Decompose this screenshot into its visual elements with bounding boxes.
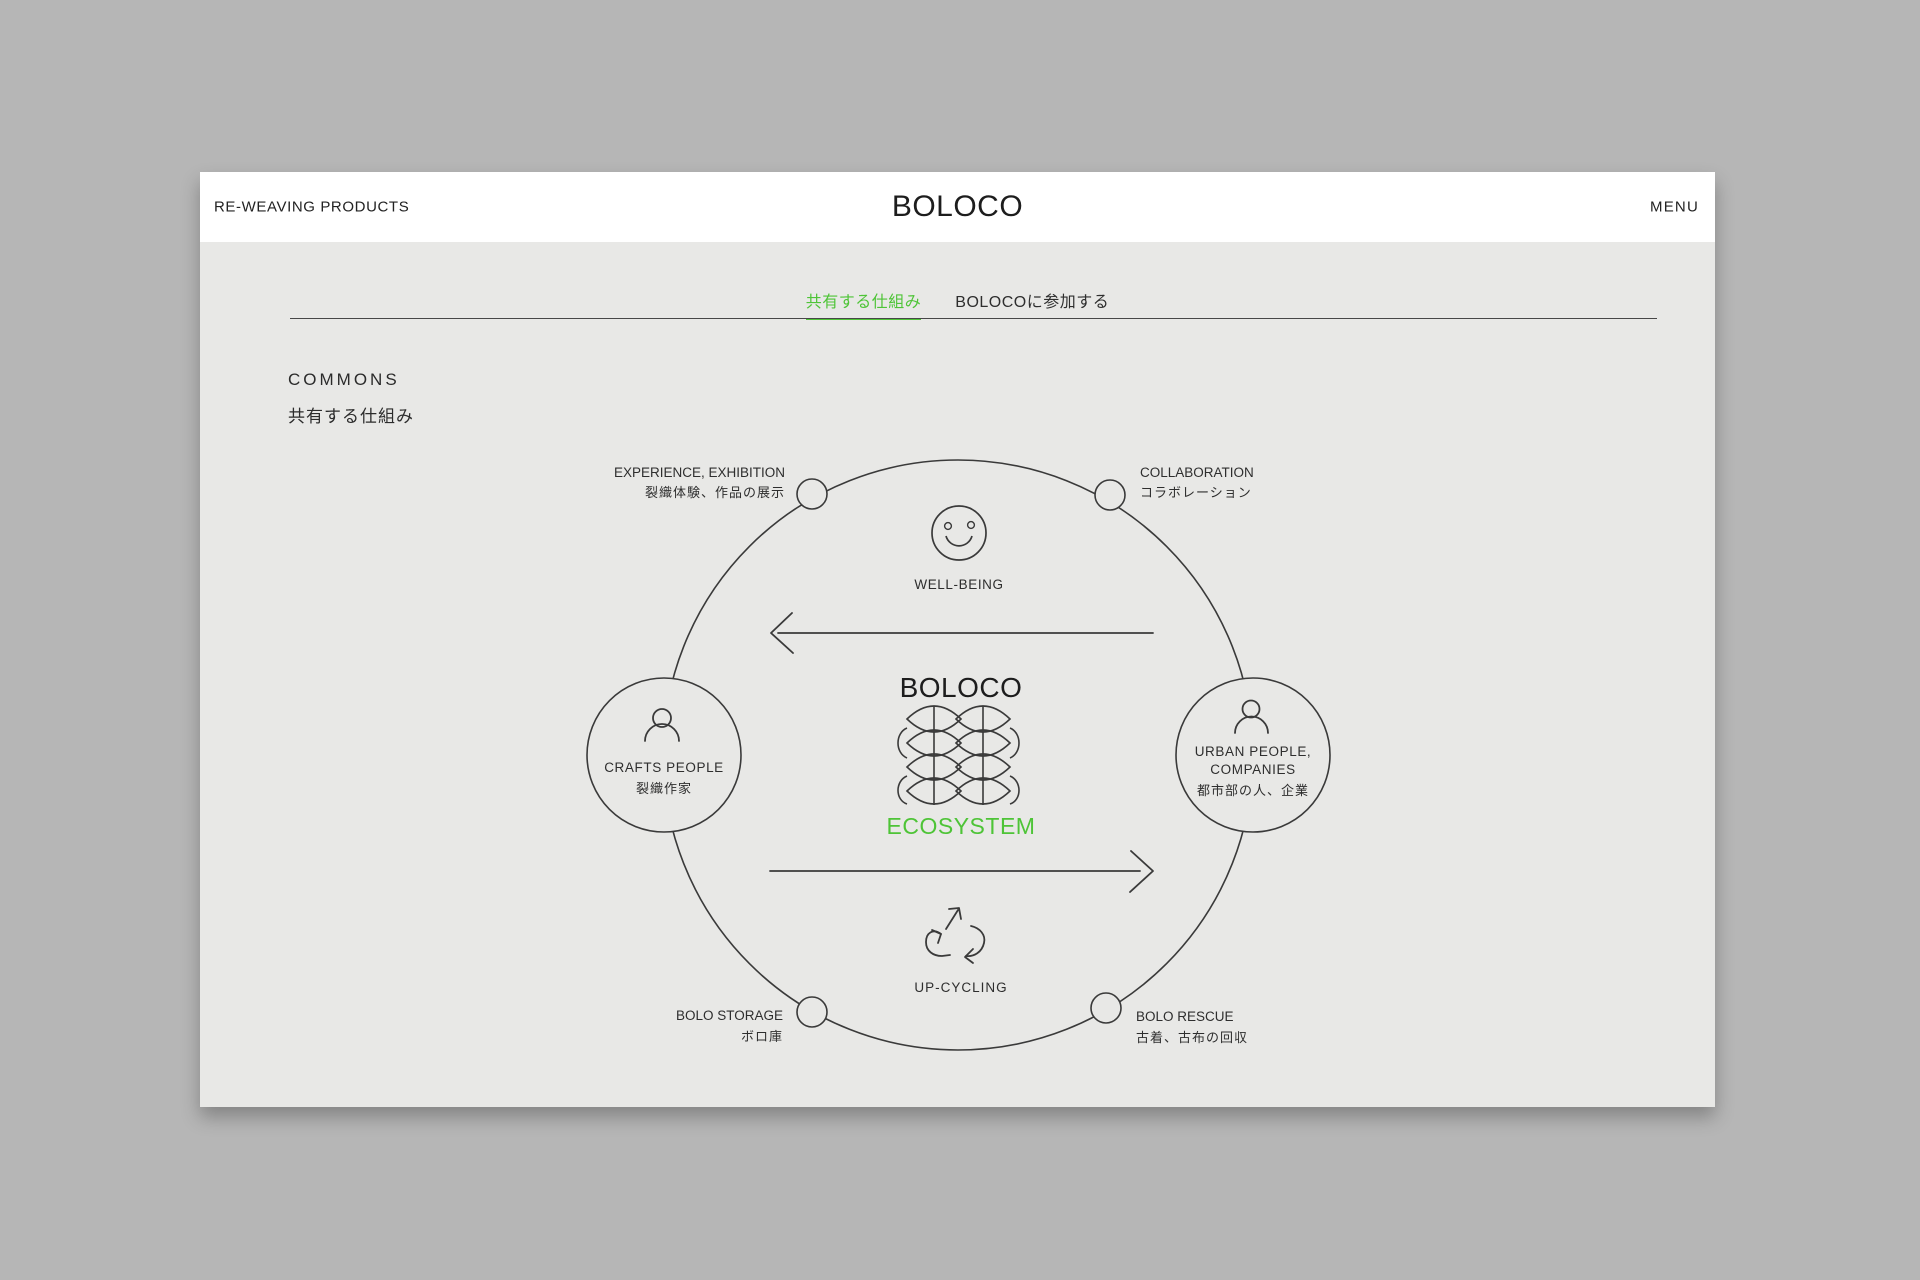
tab-commons[interactable]: 共有する仕組み bbox=[805, 288, 922, 320]
node-bolo-rescue bbox=[1089, 992, 1122, 1024]
urban-people-label-jp: 都市部の人、企業 bbox=[1196, 783, 1308, 798]
section-subtitle: 共有する仕組み bbox=[288, 407, 414, 426]
bolo-storage-label-jp: ボロ庫 bbox=[740, 1029, 782, 1044]
well-being-label: WELL-BEING bbox=[914, 577, 1003, 592]
page-content: 共有する仕組み BOLOCOに参加する COMMONS 共有する仕組み CRAF… bbox=[200, 242, 1715, 1107]
node-experience bbox=[795, 478, 828, 510]
urban-people-label2: COMPANIES bbox=[1210, 762, 1295, 777]
collaboration-label: COLLABORATION bbox=[1140, 465, 1254, 480]
ecosystem-diagram: CRAFTS PEOPLE 裂織作家 URBAN PEOPLE, COMPANI… bbox=[585, 459, 1331, 1051]
header-left-link[interactable]: RE-WEAVING PRODUCTS bbox=[214, 198, 410, 216]
bolo-rescue-label-jp: 古着、古布の回収 bbox=[1136, 1030, 1248, 1045]
left-arrow bbox=[769, 612, 1154, 654]
boloco-weave-logo bbox=[896, 705, 1020, 805]
up-cycling-label: UP-CYCLING bbox=[914, 980, 1007, 995]
crafts-people-label: CRAFTS PEOPLE bbox=[604, 760, 724, 775]
ecosystem-label: ECOSYSTEM bbox=[886, 813, 1035, 839]
divider-line bbox=[290, 318, 1657, 319]
ecosystem-circle bbox=[661, 459, 1254, 1051]
site-page: RE-WEAVING PRODUCTS BOLOCO MENU 共有する仕組み … bbox=[200, 172, 1715, 1107]
right-arrow bbox=[768, 850, 1154, 893]
menu-button[interactable]: MENU bbox=[1650, 198, 1699, 216]
node-collaboration bbox=[1093, 479, 1126, 511]
experience-label: EXPERIENCE, EXHIBITION bbox=[613, 465, 784, 480]
urban-people-circle: URBAN PEOPLE, COMPANIES 都市部の人、企業 bbox=[1174, 677, 1331, 833]
center-brand: BOLOCO bbox=[899, 672, 1022, 703]
bolo-storage-label: BOLO STORAGE bbox=[675, 1008, 782, 1023]
smiley-face-icon bbox=[930, 505, 987, 561]
recycle-arrows-icon bbox=[924, 907, 985, 964]
collaboration-label-jp: コラボレーション bbox=[1140, 485, 1252, 500]
tab-join-boloco[interactable]: BOLOCOに参加する bbox=[955, 294, 1110, 311]
section-title: COMMONS bbox=[288, 370, 400, 389]
person-icon bbox=[643, 708, 680, 742]
node-bolo-storage bbox=[795, 996, 828, 1028]
person-icon bbox=[1233, 699, 1269, 734]
site-logo[interactable]: BOLOCO bbox=[891, 190, 1024, 223]
tab-bar: 共有する仕組み BOLOCOに参加する bbox=[200, 288, 1715, 320]
crafts-people-label-jp: 裂織作家 bbox=[635, 781, 691, 796]
site-header: RE-WEAVING PRODUCTS BOLOCO MENU bbox=[200, 172, 1715, 242]
experience-label-jp: 裂織体験、作品の展示 bbox=[644, 485, 784, 500]
bolo-rescue-label: BOLO RESCUE bbox=[1136, 1009, 1234, 1024]
urban-people-label: URBAN PEOPLE, bbox=[1194, 744, 1311, 759]
crafts-people-circle: CRAFTS PEOPLE 裂織作家 bbox=[585, 677, 742, 833]
